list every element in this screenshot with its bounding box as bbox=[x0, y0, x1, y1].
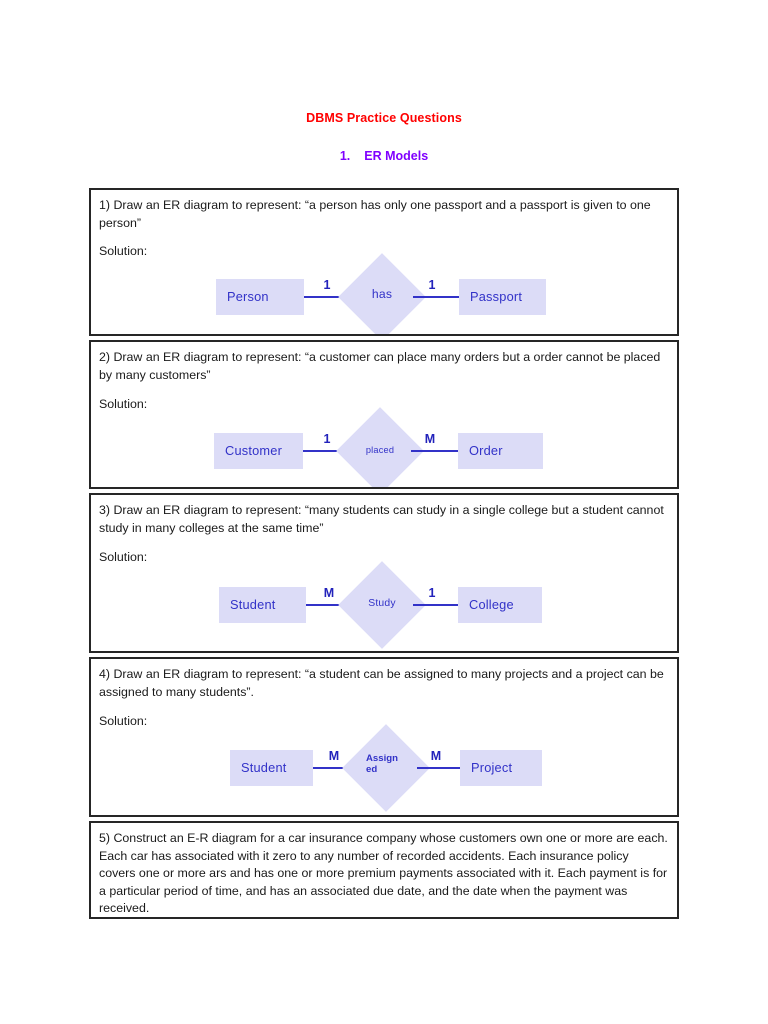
section-heading: 1. ER Models bbox=[0, 149, 768, 163]
er-cardinality-right: M bbox=[430, 749, 442, 763]
er-entity-left: Student bbox=[230, 750, 313, 786]
er-connector-right bbox=[413, 604, 458, 606]
question-panel-1: 1) Draw an ER diagram to represent: “a p… bbox=[89, 188, 679, 336]
er-entity-right: College bbox=[458, 587, 542, 623]
er-entity-left: Customer bbox=[214, 433, 303, 469]
er-entity-right: Passport bbox=[459, 279, 546, 315]
er-cardinality-left: M bbox=[328, 749, 340, 763]
question-text: 2) Draw an ER diagram to represent: “a c… bbox=[99, 350, 661, 382]
er-connector-right bbox=[413, 296, 459, 298]
page-title: DBMS Practice Questions bbox=[306, 111, 462, 125]
er-connector-left bbox=[313, 767, 355, 769]
er-entity-right: Project bbox=[460, 750, 542, 786]
er-entity-left: Person bbox=[216, 279, 304, 315]
er-connector-left bbox=[303, 450, 349, 452]
solution-label: Solution: bbox=[99, 244, 148, 258]
er-cardinality-right: 1 bbox=[428, 586, 436, 600]
er-connector-right bbox=[411, 450, 458, 452]
er-cardinality-right: 1 bbox=[428, 278, 436, 292]
question-text: 5) Construct an E-R diagram for a car in… bbox=[99, 831, 668, 915]
question-text: 1) Draw an ER diagram to represent: “a p… bbox=[99, 198, 651, 230]
question-panel-3: 3) Draw an ER diagram to represent: “man… bbox=[89, 493, 679, 653]
solution-label: Solution: bbox=[99, 550, 148, 564]
er-entity-right: Order bbox=[458, 433, 543, 469]
er-relationship-label-line1: Assign bbox=[366, 753, 398, 764]
er-relationship-label: placed bbox=[365, 445, 395, 455]
question-text: 3) Draw an ER diagram to represent: “man… bbox=[99, 503, 664, 535]
er-connector-left bbox=[306, 604, 351, 606]
question-text: 4) Draw an ER diagram to represent: “a s… bbox=[99, 667, 664, 699]
solution-label: Solution: bbox=[99, 714, 148, 728]
er-entity-left: Student bbox=[219, 587, 306, 623]
question-panel-4: 4) Draw an ER diagram to represent: “a s… bbox=[89, 657, 679, 817]
er-relationship-label: Study bbox=[368, 598, 396, 609]
er-cardinality-right: M bbox=[424, 432, 436, 446]
er-cardinality-left: 1 bbox=[323, 278, 331, 292]
er-cardinality-left: 1 bbox=[323, 432, 331, 446]
section-title: ER Models bbox=[364, 149, 429, 163]
er-connector-right bbox=[417, 767, 460, 769]
question-panel-5: 5) Construct an E-R diagram for a car in… bbox=[89, 821, 679, 919]
er-relationship-label: has bbox=[371, 287, 393, 301]
er-relationship-label: Assign ed bbox=[366, 753, 416, 775]
er-cardinality-left: M bbox=[323, 586, 335, 600]
er-relationship-label-line2: ed bbox=[366, 764, 378, 775]
section-number: 1. bbox=[339, 149, 351, 163]
question-panel-2: 2) Draw an ER diagram to represent: “a c… bbox=[89, 340, 679, 489]
er-connector-left bbox=[304, 296, 351, 298]
solution-label: Solution: bbox=[99, 397, 148, 411]
